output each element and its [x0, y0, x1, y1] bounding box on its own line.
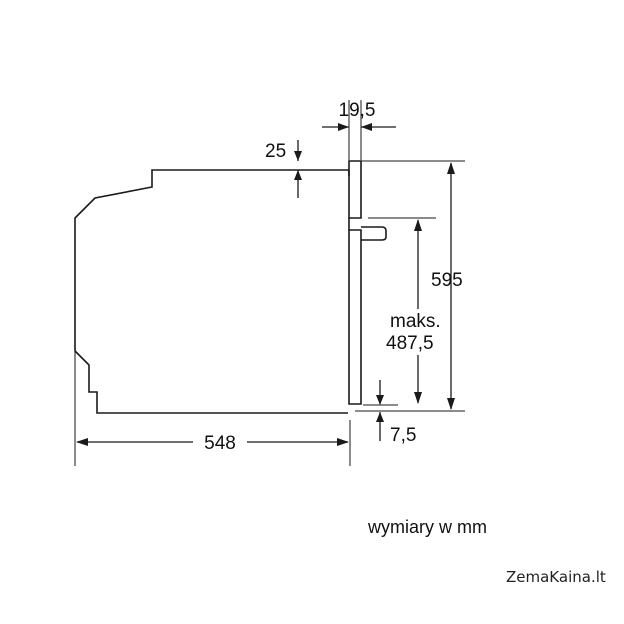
door-handle: [361, 226, 387, 241]
arrow-595-top-head: [447, 162, 455, 174]
arrow-548-left-head: [76, 438, 88, 446]
arrow-25-top-head: [294, 151, 302, 161]
oven-body-outline: [74, 169, 349, 414]
dim-front-thickness: 19,5: [339, 100, 376, 121]
dim-depth: 548: [204, 433, 236, 454]
arrow-19-5-left-head: [338, 123, 349, 131]
arrow-19-5-right-head: [361, 123, 372, 131]
front-panel: [348, 160, 362, 219]
dim-max-value: 487,5: [386, 333, 434, 354]
arrow-max-top-head: [414, 219, 422, 231]
arrow-25-bottom-head: [294, 170, 302, 180]
arrow-7-5-top-head: [376, 395, 384, 405]
arrow-max-bottom-head: [414, 392, 422, 404]
units-note: wymiary w mm: [367, 517, 487, 537]
dim-bottom-offset: 7,5: [390, 425, 416, 446]
watermark-text: ZemaKaina.lt: [506, 568, 606, 586]
dim-max-label: maks.: [390, 311, 441, 332]
dim-top-offset: 25: [265, 141, 286, 162]
arrow-595-bottom-head: [447, 398, 455, 410]
arrow-548-right-head: [337, 438, 349, 446]
dim-height: 595: [431, 270, 463, 291]
arrow-7-5-bottom-head: [376, 412, 384, 422]
oven-door: [348, 229, 362, 405]
